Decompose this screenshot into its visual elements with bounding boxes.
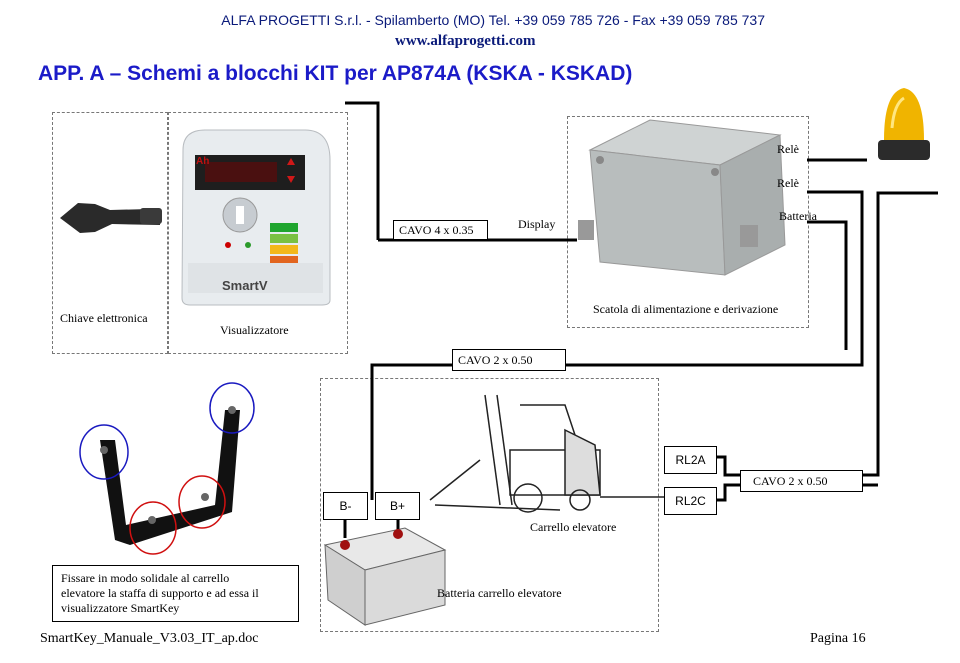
footer-page-number: Pagina 16 <box>810 631 866 646</box>
battery-label: Batteria carrello elevatore <box>437 586 562 600</box>
terminal-b-minus: B- <box>323 492 368 520</box>
footer-filename: SmartKey_Manuale_V3.03_IT_ap.doc <box>40 631 259 646</box>
cable-2x050-right-label: CAVO 2 x 0.50 <box>740 470 863 492</box>
terminal-rl2c: RL2C <box>664 487 717 515</box>
display-label: Visualizzatore <box>220 323 289 337</box>
note-line-2: elevatore la staffa di supporto e ad ess… <box>61 586 259 600</box>
junction-box-label: Scatola di alimentazione e derivazione <box>593 302 779 316</box>
junction-box-icon <box>578 119 786 276</box>
rele-2-label: Relè <box>777 176 799 190</box>
display-frame <box>168 112 348 354</box>
display-unit-icon <box>181 129 331 306</box>
rele-1-label: Relè <box>777 142 799 156</box>
wires <box>343 101 938 538</box>
terminal-b-plus: B+ <box>375 492 420 520</box>
company-header: ALFA PROGETTI S.r.l. - Spilamberto (MO) … <box>221 12 765 28</box>
note-line-3: visualizzatore SmartKey <box>61 601 180 615</box>
forklift-label: Carrello elevatore <box>530 520 617 534</box>
note-line-1: Fissare in modo solidale al carrello <box>61 571 230 585</box>
company-website[interactable]: www.alfaprogetti.com <box>395 33 536 49</box>
forklift-frame <box>320 378 659 632</box>
batteria-label: Batteria <box>779 209 817 223</box>
mounting-bracket-icon <box>100 406 240 545</box>
page-title: APP. A – Schemi a blocchi KIT per AP874A… <box>38 62 633 85</box>
cable-2x050-top-label: CAVO 2 x 0.50 <box>452 349 566 371</box>
key-label: Chiave elettronica <box>60 311 148 325</box>
key-frame <box>52 112 168 354</box>
display-brand-text: SmartV <box>222 278 268 293</box>
display-wire-label: Display <box>518 217 556 231</box>
beacon-light-icon <box>878 88 930 160</box>
electronic-key-icon <box>60 203 162 233</box>
battery-icon <box>323 527 447 626</box>
display-ah-text: Ah <box>196 156 209 167</box>
cable-4x035-label: CAVO 4 x 0.35 <box>393 220 488 240</box>
mounting-note: Fissare in modo solidale al carrello ele… <box>52 565 299 622</box>
terminal-rl2a: RL2A <box>664 446 717 474</box>
forklift-icon <box>429 394 690 513</box>
